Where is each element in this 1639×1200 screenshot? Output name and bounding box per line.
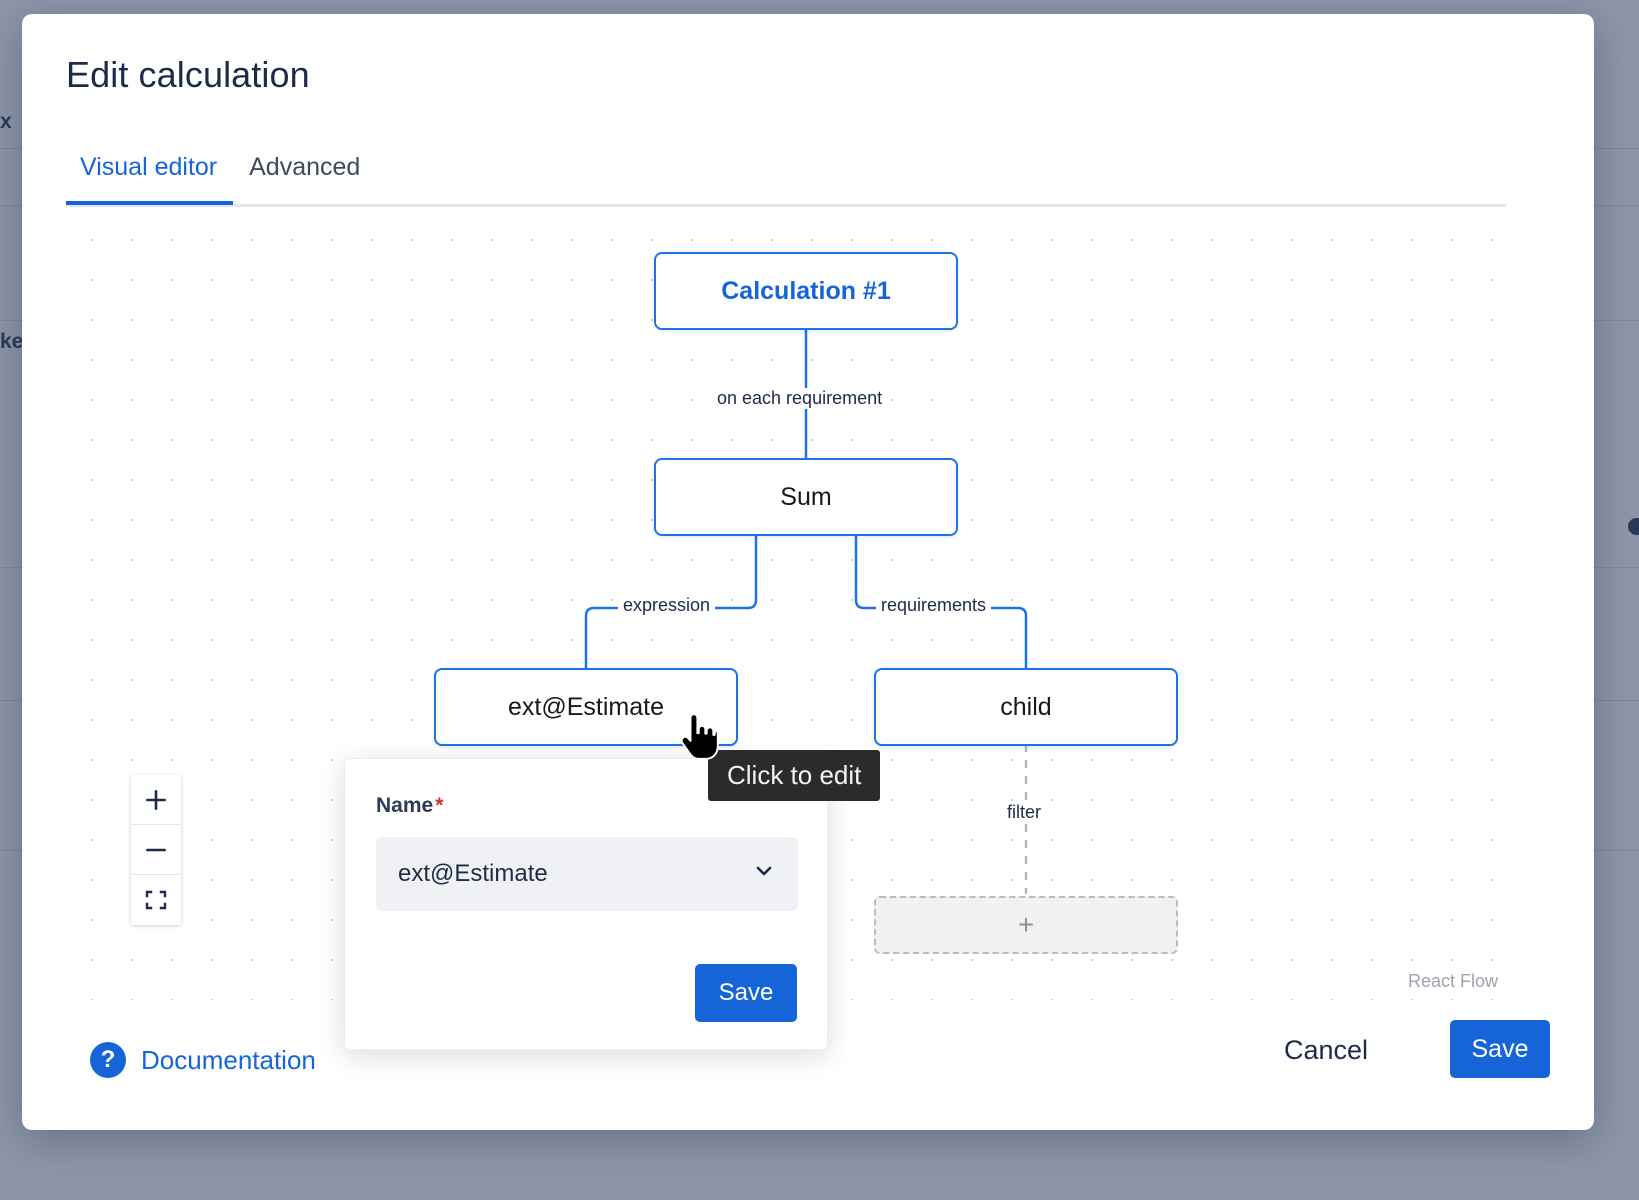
backdrop-text-fragment: ke xyxy=(0,330,24,353)
add-filter-placeholder[interactable]: + xyxy=(874,896,1178,954)
zoom-in-button[interactable] xyxy=(131,775,181,825)
react-flow-attribution: React Flow xyxy=(1407,971,1498,991)
flow-canvas[interactable]: Calculation #1 Sum ext@Estimate child on… xyxy=(66,210,1506,1000)
edge-label-requirements: requirements xyxy=(876,595,992,616)
edge-label-on-each-requirement: on each requirement xyxy=(712,388,888,409)
documentation-label: Documentation xyxy=(141,1044,316,1075)
edit-calculation-modal: Edit calculation Visual editor Advanced … xyxy=(22,14,1594,1130)
edge-label-filter: filter xyxy=(1002,802,1047,823)
name-field-label: Name* xyxy=(376,794,443,818)
zoom-out-button[interactable] xyxy=(131,825,181,875)
node-edit-popup: Name* ext@Estimate Save xyxy=(344,758,828,1050)
backdrop-dot xyxy=(1628,518,1639,535)
plus-icon xyxy=(146,789,166,810)
node-child[interactable]: child xyxy=(874,668,1178,746)
required-marker: * xyxy=(435,794,444,817)
chevron-down-icon xyxy=(752,859,776,890)
page-title: Edit calculation xyxy=(66,54,310,95)
plus-icon: + xyxy=(1017,909,1035,940)
fit-view-button[interactable] xyxy=(131,875,181,925)
cancel-button[interactable]: Cancel xyxy=(1278,1034,1374,1067)
canvas-controls xyxy=(131,775,181,925)
tooltip-click-to-edit: Click to edit xyxy=(708,750,881,801)
tab-visual-editor[interactable]: Visual editor xyxy=(66,149,234,205)
node-label: Sum xyxy=(780,482,832,511)
documentation-link[interactable]: ? Documentation xyxy=(90,1042,316,1078)
node-label: Calculation #1 xyxy=(721,276,891,305)
save-button[interactable]: Save xyxy=(1450,1020,1550,1078)
edge-label-expression: expression xyxy=(618,595,716,616)
node-sum[interactable]: Sum xyxy=(654,458,958,536)
popup-save-button[interactable]: Save xyxy=(695,964,797,1022)
name-select[interactable]: ext@Estimate xyxy=(376,837,798,911)
tab-advanced[interactable]: Advanced xyxy=(249,153,361,181)
fit-view-icon xyxy=(145,890,167,910)
question-circle-icon: ? xyxy=(90,1042,126,1078)
node-calculation-root[interactable]: Calculation #1 xyxy=(654,252,958,330)
tab-bar: Visual editor Advanced xyxy=(66,149,1506,207)
name-select-value: ext@Estimate xyxy=(398,860,548,887)
node-label: child xyxy=(1000,692,1052,721)
name-label-text: Name xyxy=(376,794,434,817)
backdrop-text-fragment: x xyxy=(0,110,12,133)
node-expression-ext-estimate[interactable]: ext@Estimate xyxy=(434,668,738,746)
node-label: ext@Estimate xyxy=(508,692,664,721)
minus-icon xyxy=(146,848,166,851)
